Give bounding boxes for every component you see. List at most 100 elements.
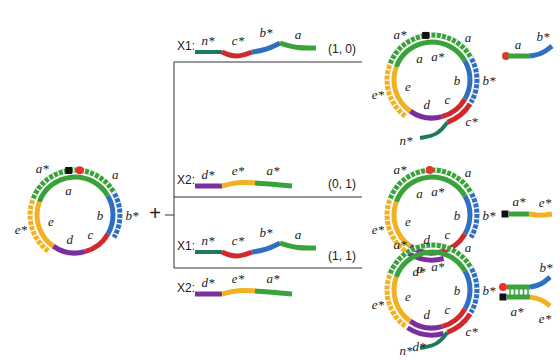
domain-label: a* — [393, 238, 406, 251]
domain-label: d* — [202, 168, 215, 181]
domain-label: a — [515, 38, 522, 51]
domain-label: a* — [431, 260, 444, 273]
domain-label: e — [405, 290, 411, 303]
domain-label: a — [65, 184, 72, 197]
strand-domain — [471, 58, 477, 103]
strand-domain — [222, 183, 255, 186]
strand-domain — [195, 50, 222, 54]
domain-label: a* — [513, 195, 526, 208]
strand-domain — [471, 268, 477, 313]
strand-domain — [280, 43, 316, 48]
strand-domain — [252, 43, 280, 52]
fluorophore-dot — [76, 166, 84, 174]
domain-label: a — [465, 31, 472, 44]
strand-name: X2: — [177, 174, 195, 186]
strand-domain — [508, 54, 530, 59]
domain-label: n* — [202, 234, 215, 247]
input-code: (0, 1) — [328, 178, 356, 190]
strand-nick-marks — [471, 58, 477, 103]
domain-label: e — [48, 215, 54, 228]
strand-domain — [53, 246, 85, 253]
domain-label: e* — [232, 272, 244, 285]
domain-label: a — [112, 168, 119, 181]
domain-label: a — [295, 228, 302, 241]
domain-label: n* — [202, 34, 215, 47]
strand-nick-marks — [30, 200, 49, 252]
domain-label: a* — [393, 28, 406, 41]
domain-label: a* — [511, 305, 524, 318]
strand-domain — [108, 196, 113, 234]
strand-domain — [410, 321, 442, 328]
branch-line — [174, 197, 362, 198]
strand-domain — [530, 277, 550, 287]
strand-domain — [30, 200, 49, 252]
domain-label: a* — [431, 50, 444, 63]
strand-domain — [407, 328, 443, 335]
duplex-rung — [518, 289, 520, 295]
strand-nick-marks — [387, 65, 406, 117]
input-code: (1, 0) — [328, 43, 356, 55]
domain-label: b — [454, 284, 461, 297]
domain-label: c — [88, 228, 94, 241]
domain-label: b — [454, 209, 461, 222]
strand-domain — [195, 250, 222, 254]
domain-label: d* — [412, 340, 425, 353]
domain-label: b* — [483, 284, 496, 297]
fluorophore-dot — [426, 166, 434, 174]
operator-sign: + — [149, 203, 161, 223]
domain-label: c — [445, 228, 451, 241]
domain-label: b* — [483, 74, 496, 87]
domain-label: b* — [537, 30, 550, 43]
strand-domain — [222, 291, 255, 294]
strand-domain — [222, 52, 252, 56]
domain-label: b* — [260, 26, 273, 39]
strand-domain — [195, 292, 222, 297]
domain-label: e — [405, 80, 411, 93]
domain-label: d* — [202, 276, 215, 289]
strand-domain — [471, 193, 477, 238]
domain-label: e* — [539, 312, 551, 325]
domain-label: b — [454, 74, 461, 87]
quencher-mark — [502, 211, 509, 218]
strand-domain — [252, 243, 280, 252]
domain-label: b* — [126, 209, 139, 222]
toehold-tail — [420, 122, 447, 138]
domain-label: b — [97, 209, 104, 222]
strand-domain — [410, 111, 442, 118]
strand-nick-marks — [387, 200, 406, 252]
domain-label: n* — [400, 134, 413, 147]
strand-nick-marks — [387, 275, 406, 327]
domain-label: b* — [260, 226, 273, 239]
duplex-rung — [509, 289, 511, 295]
domain-label: a* — [393, 163, 406, 176]
strand-name: X1: — [177, 40, 195, 52]
domain-label: a* — [431, 185, 444, 198]
strand-domain — [509, 212, 529, 217]
quencher-mark — [65, 167, 72, 174]
strand-domain — [255, 291, 292, 294]
domain-label: d — [67, 233, 74, 246]
quencher-mark — [422, 32, 429, 39]
domain-label: a — [416, 262, 423, 275]
domain-label: b* — [483, 209, 496, 222]
domain-label: e — [405, 215, 411, 228]
domain-label: c — [445, 303, 451, 316]
domain-label: c* — [232, 234, 244, 247]
strand-domain — [114, 193, 120, 238]
strand-domain — [280, 243, 316, 248]
strand-nick-marks — [114, 193, 120, 238]
branch-line — [165, 215, 174, 216]
duplex-rung — [523, 289, 525, 295]
strand-domain — [255, 183, 292, 186]
strand-name: X1: — [177, 240, 195, 252]
strand-nick-marks — [471, 268, 477, 313]
strand-domain — [195, 184, 222, 189]
domain-label: a — [465, 166, 472, 179]
quencher-mark — [500, 294, 507, 301]
domain-label: a* — [267, 164, 280, 177]
domain-label: c — [445, 93, 451, 106]
domain-label: a* — [36, 162, 49, 175]
domain-label: e* — [232, 164, 244, 177]
